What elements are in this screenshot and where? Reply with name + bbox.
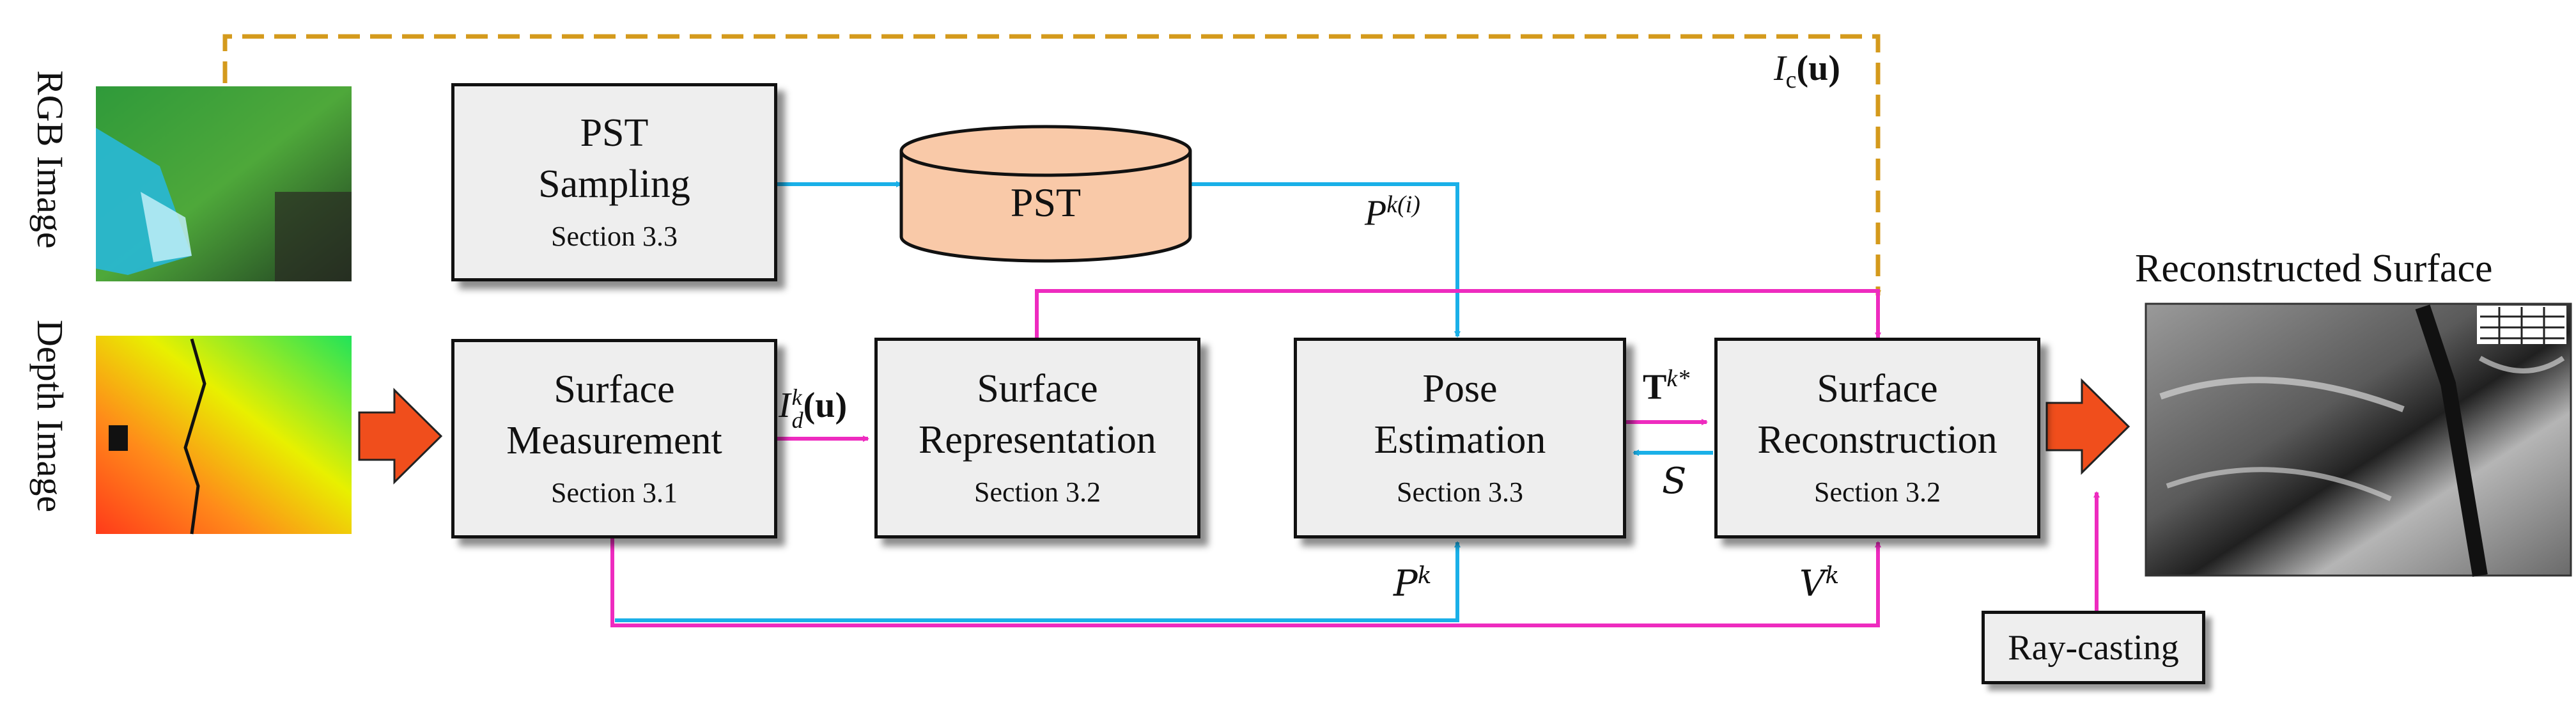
depth-map-edge-label: I k d (u) (779, 385, 847, 432)
pose-estimation-section: Section 3.3 (1397, 476, 1523, 508)
surface-measurement-title-2: Measurement (506, 419, 722, 462)
ray-casting-box: Ray-casting (1982, 611, 2205, 684)
rgb-image-label: RGB Image (29, 70, 71, 249)
vertex-map-sup: k (1825, 563, 1840, 589)
pst-sampling-title-1: PST (580, 111, 649, 155)
pst-to-pose-arrow (1190, 182, 1461, 338)
vertex-map-symbol: V (1799, 563, 1826, 605)
depth-image-thumbnail (96, 336, 352, 535)
surface-reconstruction-title-1: Surface (1817, 367, 1938, 411)
measurement-to-pose-arrow (615, 541, 1461, 622)
depth-map-sup: k (791, 384, 802, 411)
depth-map-sub: d (791, 407, 803, 434)
surface-measurement-box: Surface Measurement Section 3.1 (451, 339, 777, 538)
point-cloud-symbol: P (1393, 563, 1418, 605)
surface-set-edge-label: S (1662, 460, 1686, 502)
surface-representation-title-2: Representation (919, 418, 1156, 462)
color-image-symbol: I (1774, 49, 1786, 88)
pst-sampling-section: Section 3.3 (551, 221, 678, 252)
rgb-to-reconstruction-dashed-line (222, 34, 1881, 297)
point-cloud-edge-label: Pk (1393, 563, 1432, 605)
pst-points-sup: k(i) (1386, 191, 1420, 218)
surface-measurement-title-1: Surface (554, 368, 675, 411)
surface-measurement-section: Section 3.1 (551, 477, 678, 508)
pst-database (899, 125, 1192, 263)
pst-sampling-title-2: Sampling (538, 162, 690, 206)
transform-edge-label: Tk* (1643, 365, 1689, 408)
pst-points-edge-label: Pk(i) (1365, 191, 1420, 234)
pose-estimation-title-2: Estimation (1374, 418, 1546, 462)
color-image-edge-label: Ic(u) (1774, 48, 1840, 94)
surface-representation-box: Surface Representation Section 3.2 (874, 338, 1200, 538)
depth-map-symbol: I (779, 386, 791, 425)
depth-image-label: Depth Image (29, 320, 71, 513)
color-image-sub: c (1785, 67, 1797, 94)
surface-reconstruction-box: Surface Reconstruction Section 3.2 (1714, 338, 2040, 538)
rgb-image-thumbnail (96, 86, 352, 281)
reconstructed-surface-image (2145, 302, 2572, 577)
pst-sampling-box: PST Sampling Section 3.3 (451, 83, 777, 281)
vertex-map-edge-label: Vk (1799, 563, 1839, 605)
input-big-arrow (358, 388, 443, 485)
pose-estimation-title-1: Pose (1422, 367, 1498, 411)
output-big-arrow (2045, 378, 2130, 475)
surface-set-symbol: S (1662, 460, 1687, 502)
transform-sup: k* (1666, 365, 1690, 392)
depth-map-arg: (u) (803, 386, 848, 425)
ray-casting-title: Ray-casting (2008, 627, 2179, 668)
transform-symbol: T (1643, 367, 1667, 407)
measurement-to-reconstruction-arrow (610, 538, 1881, 627)
point-cloud-sup: k (1417, 563, 1432, 589)
pst-database-label: PST (1010, 180, 1082, 225)
surface-reconstruction-title-2: Reconstruction (1757, 418, 1998, 462)
representation-to-reconstruction-arrow (1035, 289, 1881, 339)
pst-points-symbol: P (1365, 193, 1387, 233)
pose-estimation-box: Pose Estimation Section 3.3 (1294, 338, 1626, 538)
surface-representation-section: Section 3.2 (974, 476, 1101, 508)
color-image-arg: (u) (1796, 49, 1840, 88)
surface-reconstruction-section: Section 3.2 (1814, 476, 1941, 508)
surface-representation-title-1: Surface (977, 367, 1098, 411)
reconstructed-surface-title: Reconstructed Surface (2135, 247, 2493, 290)
